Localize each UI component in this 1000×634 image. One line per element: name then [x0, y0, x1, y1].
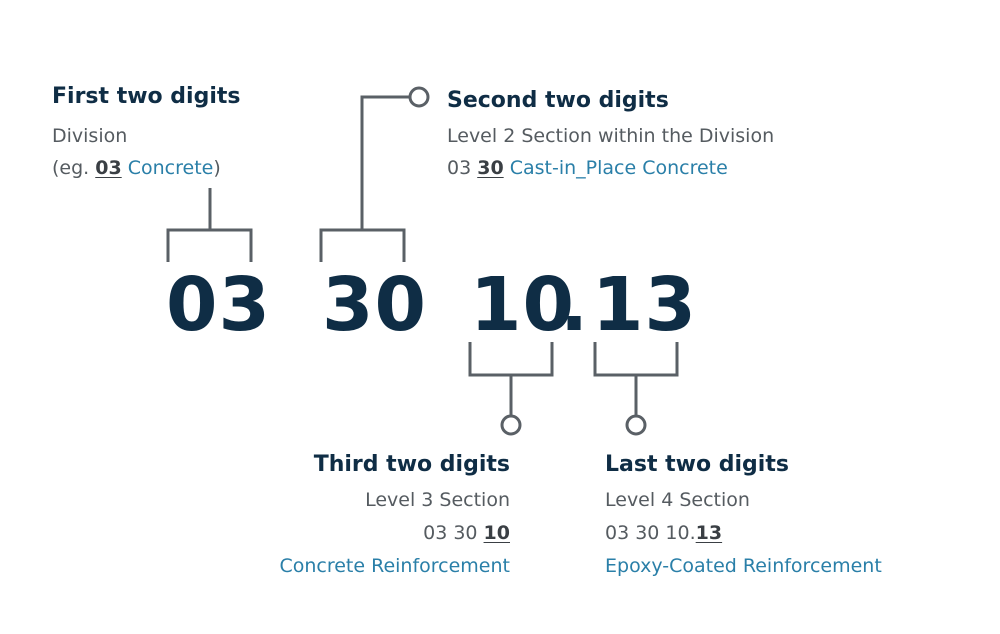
- last-example: 03 30 10.13: [605, 522, 722, 544]
- last-title: Last two digits: [605, 452, 789, 477]
- first-title: First two digits: [52, 84, 241, 109]
- last-example-name: Epoxy-Coated Reinforcement: [605, 555, 882, 577]
- third-title: Third two digits: [313, 452, 510, 477]
- first-label: Division: [52, 125, 128, 147]
- second-title: Second two digits: [447, 88, 669, 113]
- third-label: Level 3 Section: [365, 489, 510, 511]
- second-example-name: Cast-in_Place Concrete: [509, 157, 728, 179]
- second-example-prefix: 03: [447, 157, 478, 179]
- first-example-name: Concrete: [127, 157, 214, 179]
- node-level4: [625, 414, 647, 436]
- code-dot: .: [560, 262, 590, 348]
- code-division: 03: [166, 262, 271, 348]
- code-section: 30: [322, 262, 427, 348]
- last-example-code: 13: [695, 522, 723, 544]
- first-example: (eg. 03 Concrete): [52, 157, 221, 179]
- third-example-code: 10: [483, 522, 510, 544]
- second-example: 03 30 Cast-in_Place Concrete: [447, 157, 728, 179]
- last-example-prefix: 03 30 10.: [605, 522, 696, 544]
- first-example-code: 03: [95, 157, 122, 179]
- first-example-suffix: ): [213, 157, 221, 179]
- last-label: Level 4 Section: [605, 489, 750, 511]
- bracket-section: [319, 228, 406, 262]
- second-label: Level 2 Section within the Division: [447, 125, 775, 147]
- third-example: 03 30 10: [423, 522, 510, 544]
- second-example-code: 30: [477, 157, 504, 179]
- code-level4: 13: [592, 262, 697, 348]
- node-section: [408, 86, 430, 108]
- first-example-prefix: (eg.: [52, 157, 96, 179]
- node-level3: [500, 414, 522, 436]
- code-level3: 10: [470, 262, 575, 348]
- bracket-division: [166, 228, 253, 262]
- third-example-name: Concrete Reinforcement: [279, 555, 510, 577]
- third-example-prefix: 03 30: [423, 522, 484, 544]
- stem-section: [360, 95, 410, 230]
